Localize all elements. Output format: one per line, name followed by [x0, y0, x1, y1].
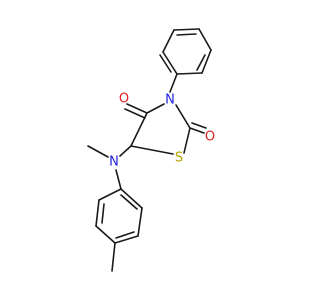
bond-c4-n3 [146, 103, 165, 114]
bond-phenyl-5-inner [196, 54, 206, 71]
oxygen-atom-label-carbonyl-4: O [119, 92, 129, 107]
sulfur-atom-label-ring: S [175, 151, 183, 166]
bond-tolyl-3 [95, 225, 116, 244]
bond-phenyl-4 [198, 28, 212, 51]
bond-tolyl-5 [137, 207, 143, 237]
molecule-structure: O O N N S [87, 28, 215, 272]
oxygen-atom-label-carbonyl-2: O [205, 130, 215, 145]
bond-tolyl-4-inner [115, 231, 135, 239]
nitrogen-atom-label-ring: N [165, 93, 175, 108]
bond-phenyl-6 [176, 72, 203, 75]
bond-c4-o-a [126, 103, 148, 114]
bond-tolyl-1 [98, 188, 122, 201]
bond-c5-s1 [130, 145, 174, 155]
bond-c2-n3 [175, 104, 191, 129]
nitrogen-atom-label-amine: N [109, 155, 119, 170]
bond-phenyl-1 [162, 51, 178, 75]
bond-tolyl-6-inner [120, 194, 138, 210]
bond-phenyl-2 [162, 29, 175, 53]
bond-tolyl-6 [120, 188, 143, 209]
bond-n-tolyl [115, 169, 122, 190]
bond-tolyl-4 [114, 235, 139, 244]
bond-c4-o-b [124, 108, 146, 119]
bond-phenyl-5 [201, 49, 212, 74]
bond-c2-o-b [191, 122, 207, 129]
bond-phenyl-3-inner [176, 33, 197, 36]
bond-tolyl-2 [95, 199, 100, 227]
bond-c2-o-a [189, 127, 205, 134]
bond-n-methyl [87, 145, 109, 158]
bond-phenyl-1-inner [159, 54, 172, 73]
bond-phenyl-3 [173, 28, 200, 31]
bond-tolyl-methyl [111, 242, 116, 272]
bond-layer [87, 28, 212, 272]
bond-s1-c2 [183, 127, 191, 154]
bond-c5-n-amine [119, 145, 132, 157]
bond-tolyl-2-inner [101, 203, 105, 224]
bond-n3-phenyl [169, 73, 178, 93]
